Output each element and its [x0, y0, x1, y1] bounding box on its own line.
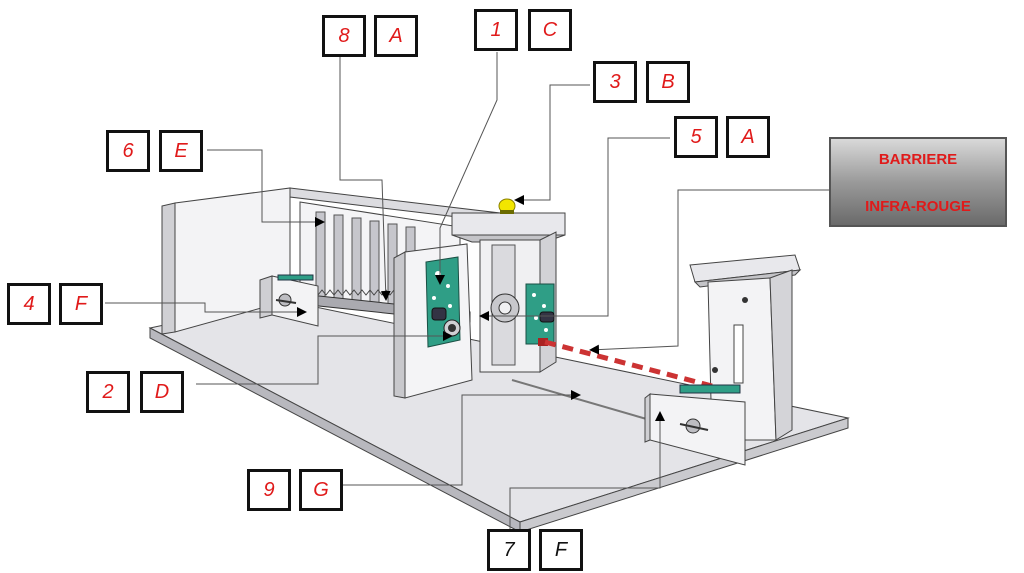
label-7-letter: F [539, 529, 583, 571]
infrared-barrier-label: BARRIERE INFRA-ROUGE [829, 137, 1007, 227]
label-4-number: 4 [7, 283, 51, 325]
label-2-number: 2 [86, 371, 130, 413]
label-3-letter: B [646, 61, 690, 103]
label-8-number: 8 [322, 15, 366, 57]
label-6-number: 6 [106, 130, 150, 172]
barrier-line-2: INFRA-ROUGE [865, 198, 971, 215]
barrier-line-1: BARRIERE [878, 151, 958, 168]
label-5-number: 5 [674, 116, 718, 158]
ir-receiver-tower [689, 254, 802, 441]
guide-rail [511, 379, 651, 421]
sensor-board-right [525, 283, 555, 346]
label-2-letter: D [140, 371, 184, 413]
label-6-letter: E [159, 130, 203, 172]
label-8-letter: A [374, 15, 418, 57]
label-9-number: 9 [247, 469, 291, 511]
label-1-number: 1 [474, 9, 518, 51]
label-1-letter: C [528, 9, 572, 51]
infrared-beam [544, 339, 713, 389]
flashing-lamp [498, 198, 516, 214]
right-limit-switch-bracket [644, 384, 746, 466]
label-4-letter: F [59, 283, 103, 325]
label-9-letter: G [299, 469, 343, 511]
label-3-number: 3 [593, 61, 637, 103]
control-box [393, 243, 473, 399]
label-7-number: 7 [487, 529, 531, 571]
label-5-letter: A [726, 116, 770, 158]
leader-lines [105, 52, 829, 545]
